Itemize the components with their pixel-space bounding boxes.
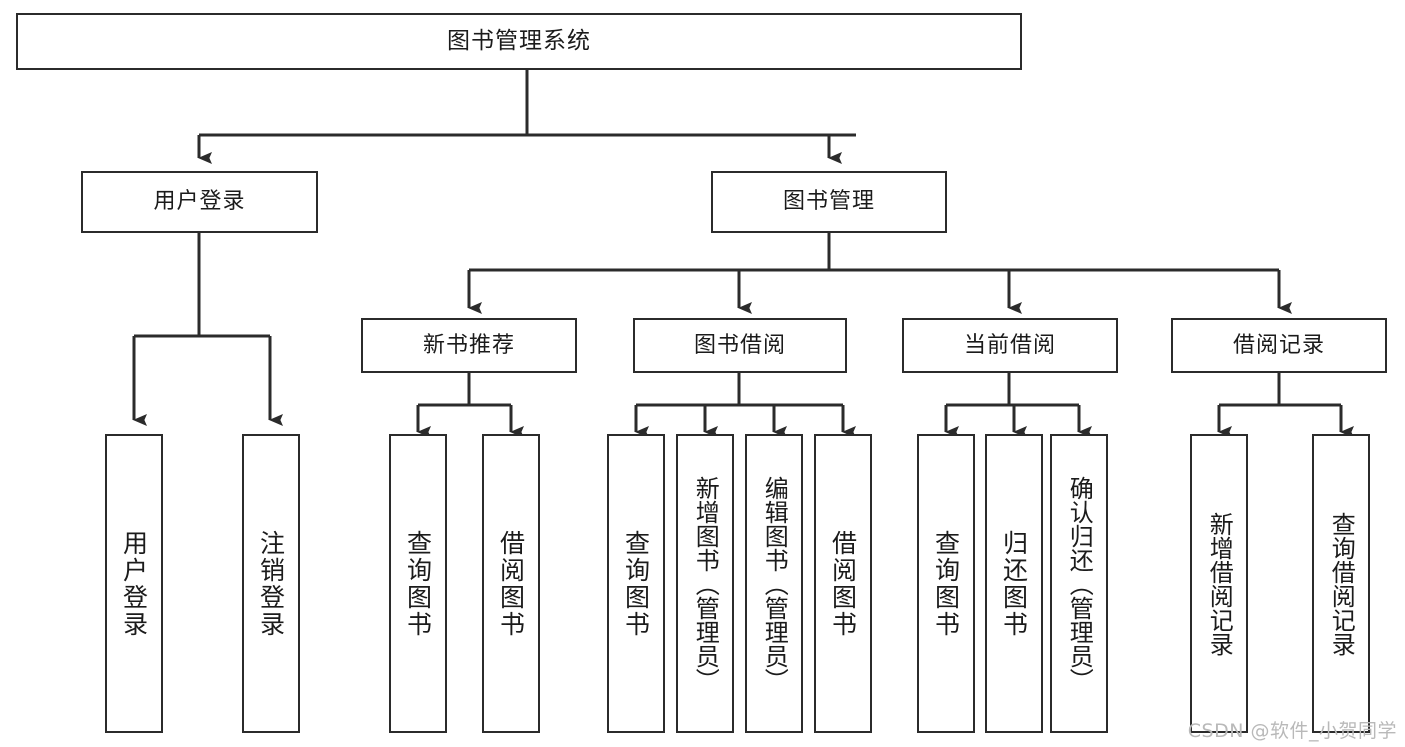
leaf-return-book[interactable]: 归还图书 bbox=[985, 434, 1043, 733]
leaf-confirm-return-admin[interactable]: 确认归还（管理员） bbox=[1050, 434, 1108, 733]
leaf-borrow-book[interactable]: 借阅图书 bbox=[814, 434, 872, 733]
leaf-add-borrow-record[interactable]: 新增借阅记录 bbox=[1190, 434, 1248, 733]
watermark-text: CSDN @软件_小贺同学 bbox=[1187, 720, 1397, 742]
node-book-management[interactable]: 图书管理 bbox=[711, 171, 947, 233]
leaf-query-book-borrow[interactable]: 查询图书 bbox=[607, 434, 665, 733]
node-book-borrow[interactable]: 图书借阅 bbox=[633, 318, 847, 373]
node-root-system[interactable]: 图书管理系统 bbox=[16, 13, 1022, 70]
leaf-borrow-book-newbook[interactable]: 借阅图书 bbox=[482, 434, 540, 733]
node-borrow-record[interactable]: 借阅记录 bbox=[1171, 318, 1387, 373]
leaf-edit-book-admin[interactable]: 编辑图书（管理员） bbox=[745, 434, 803, 733]
node-user-login[interactable]: 用户登录 bbox=[81, 171, 318, 233]
node-new-book-recommend[interactable]: 新书推荐 bbox=[361, 318, 577, 373]
leaf-add-book-admin[interactable]: 新增图书（管理员） bbox=[676, 434, 734, 733]
leaf-query-book-current[interactable]: 查询图书 bbox=[917, 434, 975, 733]
leaf-logout[interactable]: 注销登录 bbox=[242, 434, 300, 733]
leaf-query-borrow-record[interactable]: 查询借阅记录 bbox=[1312, 434, 1370, 733]
leaf-query-book-newbook[interactable]: 查询图书 bbox=[389, 434, 447, 733]
leaf-user-login[interactable]: 用户登录 bbox=[105, 434, 163, 733]
node-current-borrow[interactable]: 当前借阅 bbox=[902, 318, 1118, 373]
